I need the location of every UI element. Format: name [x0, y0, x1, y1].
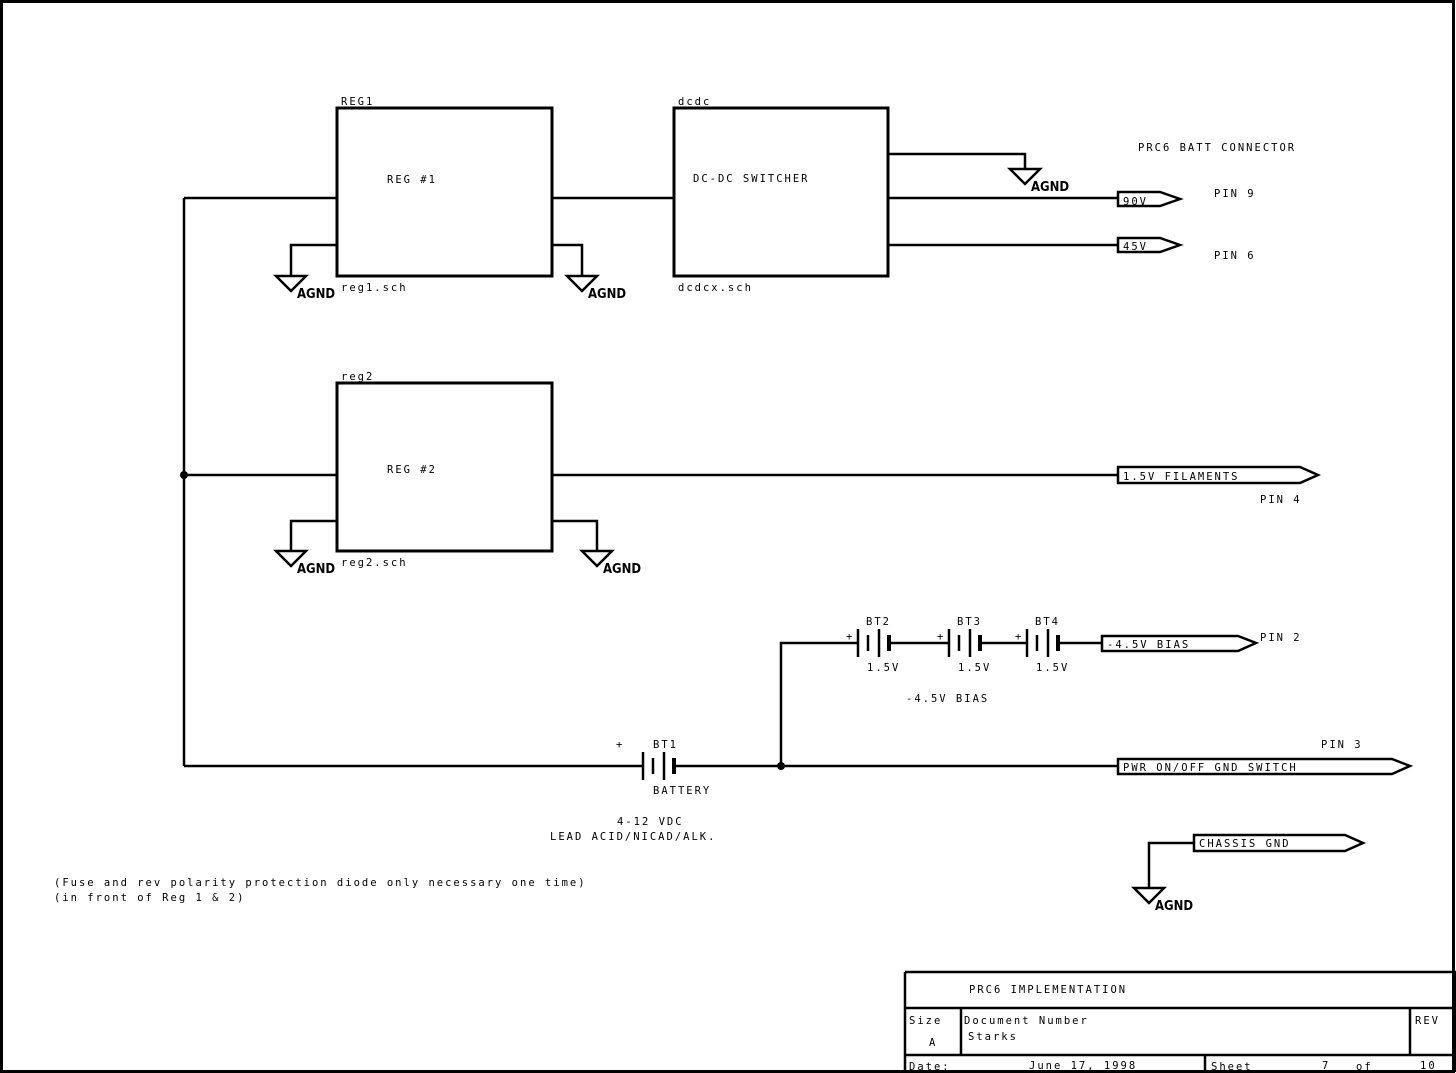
- battery-plus: +: [937, 631, 945, 643]
- ground-icon: [578, 549, 616, 568]
- agnd-symbol: AGND: [272, 549, 335, 576]
- battery-plus: +: [616, 739, 624, 751]
- block-file: reg1.sch: [341, 282, 408, 294]
- port-label: 1.5V FILAMENTS: [1123, 471, 1240, 483]
- battery-value: 1.5V: [958, 662, 991, 674]
- agnd-symbol: AGND: [578, 549, 641, 576]
- block-label: REG #1: [387, 174, 437, 186]
- size-label: Size: [909, 1015, 942, 1027]
- ground-icon: [1130, 886, 1168, 905]
- sheet-number: 7: [1322, 1060, 1330, 1072]
- date-value: June 17, 1998: [1029, 1060, 1137, 1072]
- battery-bt3[interactable]: BT3 +1.5V: [937, 616, 991, 674]
- port-filaments[interactable]: 1.5V FILAMENTS PIN 4: [1116, 465, 1322, 506]
- ground-label: AGND: [297, 561, 335, 576]
- block-reg1[interactable]: REG1 REG #1 reg1.sch: [335, 96, 554, 294]
- battery-ref: BT3: [957, 616, 982, 628]
- title: PRC6 IMPLEMENTATION: [969, 984, 1127, 996]
- port-label: 90V: [1123, 196, 1148, 208]
- block-reg2[interactable]: reg2 REG #2 reg2.sch: [335, 371, 554, 569]
- connector-title: PRC6 BATT CONNECTOR: [1138, 142, 1296, 154]
- ground-label: AGND: [603, 561, 641, 576]
- battery-bt4[interactable]: BT4 +1.5V: [1015, 616, 1069, 674]
- of-label: of: [1356, 1061, 1373, 1073]
- wires: [182, 152, 1194, 888]
- battery-bt2[interactable]: BT2 +1.5V: [846, 616, 900, 674]
- docnum-label: Document Number: [964, 1015, 1089, 1027]
- block-file: dcdcx.sch: [678, 282, 753, 294]
- ground-label: AGND: [297, 286, 335, 301]
- battery-bt1[interactable]: BT1 + BATTERY: [616, 739, 711, 797]
- port-bias[interactable]: -4.5V BIAS PIN 2: [1100, 632, 1302, 653]
- junction-dot: [180, 471, 188, 479]
- title-block: PRC6 IMPLEMENTATION Size A Document Numb…: [903, 970, 1456, 1073]
- battery-ref: BT2: [866, 616, 891, 628]
- sheet-total: 10: [1420, 1060, 1437, 1072]
- battery-icon: [947, 629, 972, 657]
- date-label: Date:: [909, 1061, 951, 1073]
- battery-icon: [641, 752, 666, 780]
- pin-label: PIN 9: [1214, 188, 1256, 200]
- ground-label: AGND: [1031, 179, 1069, 194]
- agnd-symbol: AGND: [272, 274, 335, 301]
- block-label: REG #2: [387, 464, 437, 476]
- port-chassis-gnd[interactable]: CHASSIS GND: [1192, 833, 1367, 853]
- ground-icon: [1006, 167, 1044, 186]
- size-value: A: [929, 1037, 937, 1049]
- ground-label: AGND: [588, 286, 626, 301]
- port-label: PWR ON/OFF GND SWITCH: [1123, 762, 1298, 774]
- agnd-symbol: AGND: [563, 274, 626, 301]
- junction-dot: [777, 762, 785, 770]
- port-90v[interactable]: 90V PIN 9: [1116, 188, 1256, 208]
- pin-label: PIN 3: [1321, 739, 1363, 751]
- port-pwr-switch[interactable]: PWR ON/OFF GND SWITCH PIN 3: [1116, 739, 1414, 776]
- bias-note: -4.5V BIAS: [906, 693, 989, 705]
- sheet-label: Sheet: [1211, 1061, 1253, 1073]
- block-dcdc[interactable]: dcdc DC-DC SWITCHER dcdcx.sch: [672, 96, 890, 294]
- battery-plus: +: [846, 631, 854, 643]
- ground-label: AGND: [1155, 898, 1193, 913]
- port-label: 45V: [1123, 241, 1148, 253]
- agnd-symbol: AGND: [1130, 886, 1193, 913]
- battery-icon: [1025, 629, 1050, 657]
- rev-label: REV: [1415, 1015, 1440, 1027]
- battery-ref: BT4: [1035, 616, 1060, 628]
- pin-label: PIN 4: [1260, 494, 1302, 506]
- pin-label: PIN 6: [1214, 250, 1256, 262]
- port-45v[interactable]: 45V PIN 6: [1116, 236, 1256, 262]
- ground-icon: [563, 274, 601, 293]
- battery-value: 1.5V: [1036, 662, 1069, 674]
- battery-note-line2: LEAD ACID/NICAD/ALK.: [550, 831, 716, 843]
- block-label: DC-DC SWITCHER: [693, 173, 810, 185]
- battery-note-line1: 4-12 VDC: [617, 816, 684, 828]
- battery-icon: [856, 629, 881, 657]
- note-line1: (Fuse and rev polarity protection diode …: [54, 877, 587, 889]
- ground-icon: [272, 549, 310, 568]
- ground-icon: [272, 274, 310, 293]
- pin-label: PIN 2: [1260, 632, 1302, 644]
- agnd-symbol: AGND: [1006, 167, 1069, 194]
- docnum-value: Starks: [968, 1031, 1018, 1043]
- battery-ref: BT1: [653, 739, 678, 751]
- block-file: reg2.sch: [341, 557, 408, 569]
- battery-plus: +: [1015, 631, 1023, 643]
- block-ref: reg2: [341, 371, 374, 383]
- port-label: CHASSIS GND: [1199, 838, 1291, 850]
- port-label: -4.5V BIAS: [1107, 639, 1190, 651]
- note-line2: (in front of Reg 1 & 2): [54, 892, 245, 904]
- block-ref: dcdc: [678, 96, 711, 108]
- battery-value: BATTERY: [653, 785, 711, 797]
- block-ref: REG1: [341, 96, 374, 108]
- battery-value: 1.5V: [867, 662, 900, 674]
